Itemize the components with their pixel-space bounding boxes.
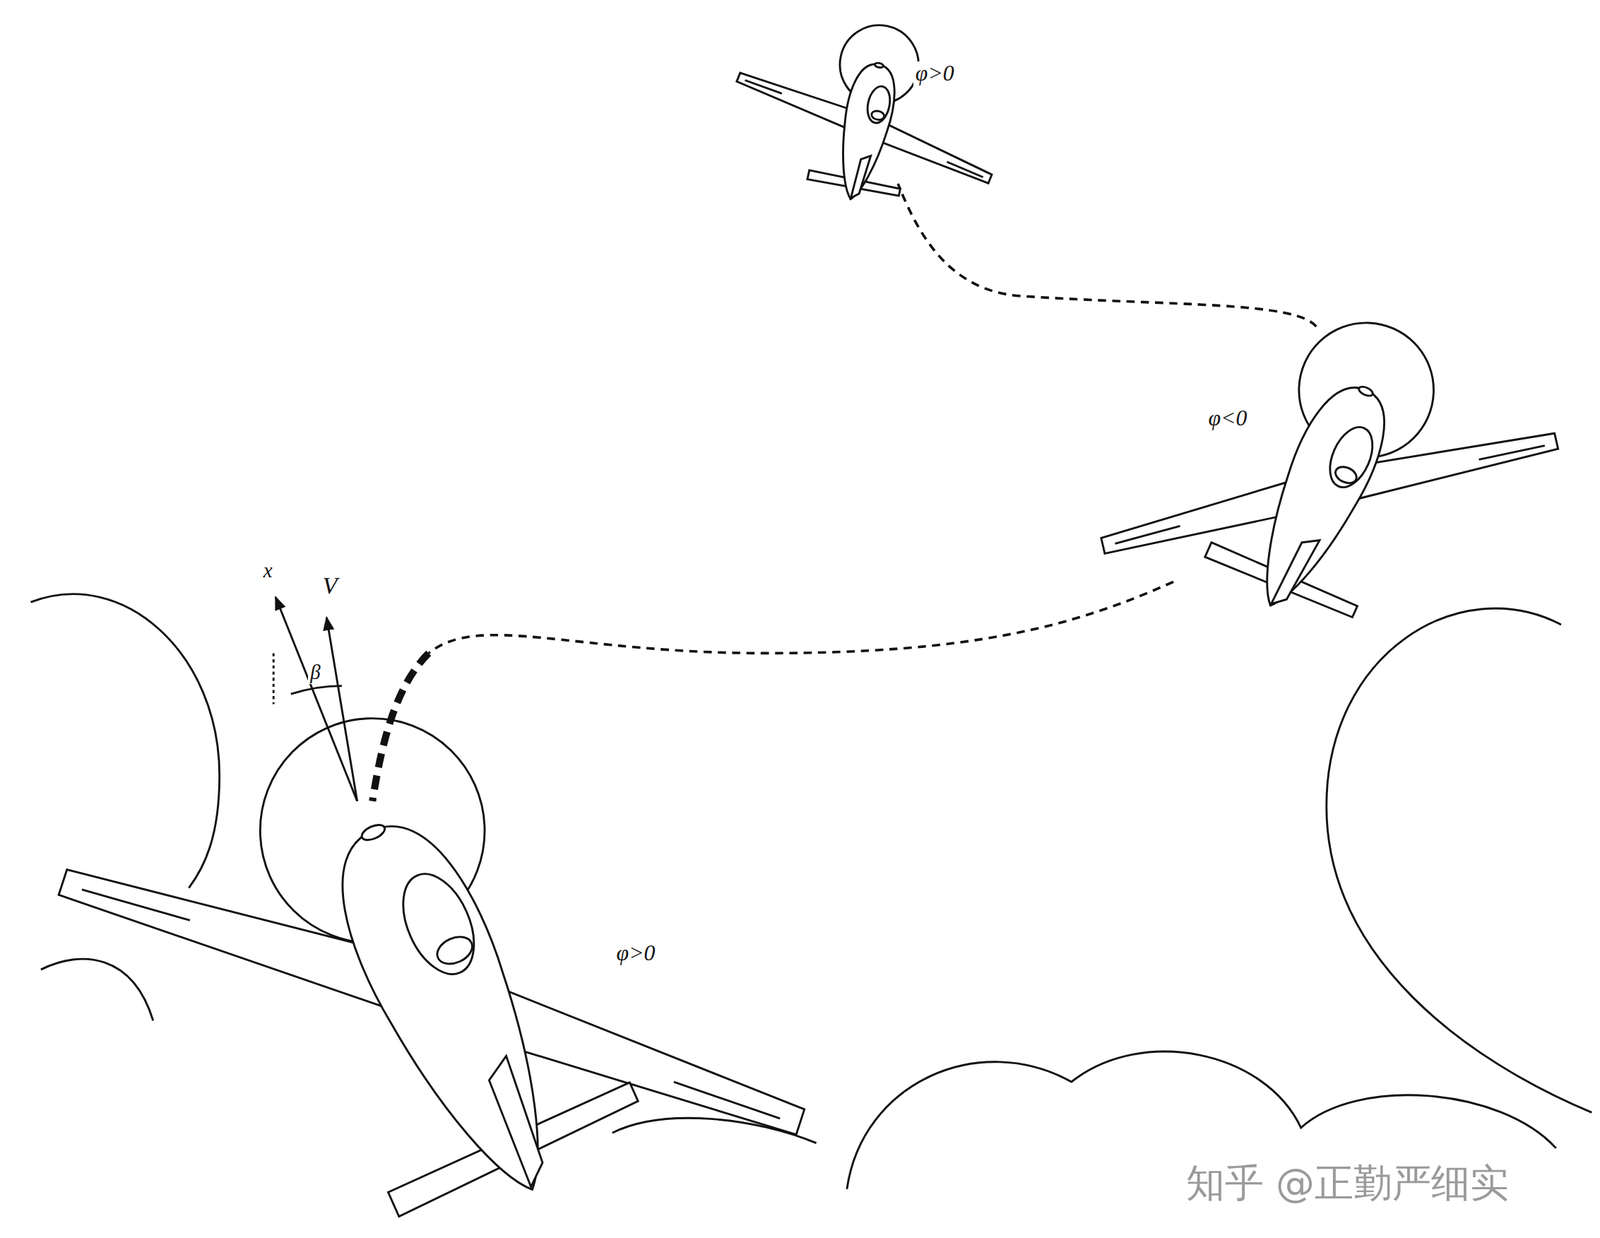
angle-label: x: [261, 559, 275, 583]
angle-label: β: [307, 661, 323, 684]
angle-label: φ>0: [913, 61, 957, 87]
flight-path-near: [372, 652, 429, 801]
airplane: [1098, 300, 1560, 638]
angle-label: φ>0: [614, 940, 658, 966]
airplane: [56, 682, 811, 1238]
angle-label: V: [320, 571, 340, 599]
axes: [273, 596, 357, 802]
clouds: [30, 594, 1592, 1189]
angle-label: φ<0: [1205, 406, 1249, 431]
flight-path: [428, 183, 1317, 653]
airplane: [736, 17, 995, 209]
watermark: 知乎 @正勤严细实: [1183, 1161, 1511, 1204]
